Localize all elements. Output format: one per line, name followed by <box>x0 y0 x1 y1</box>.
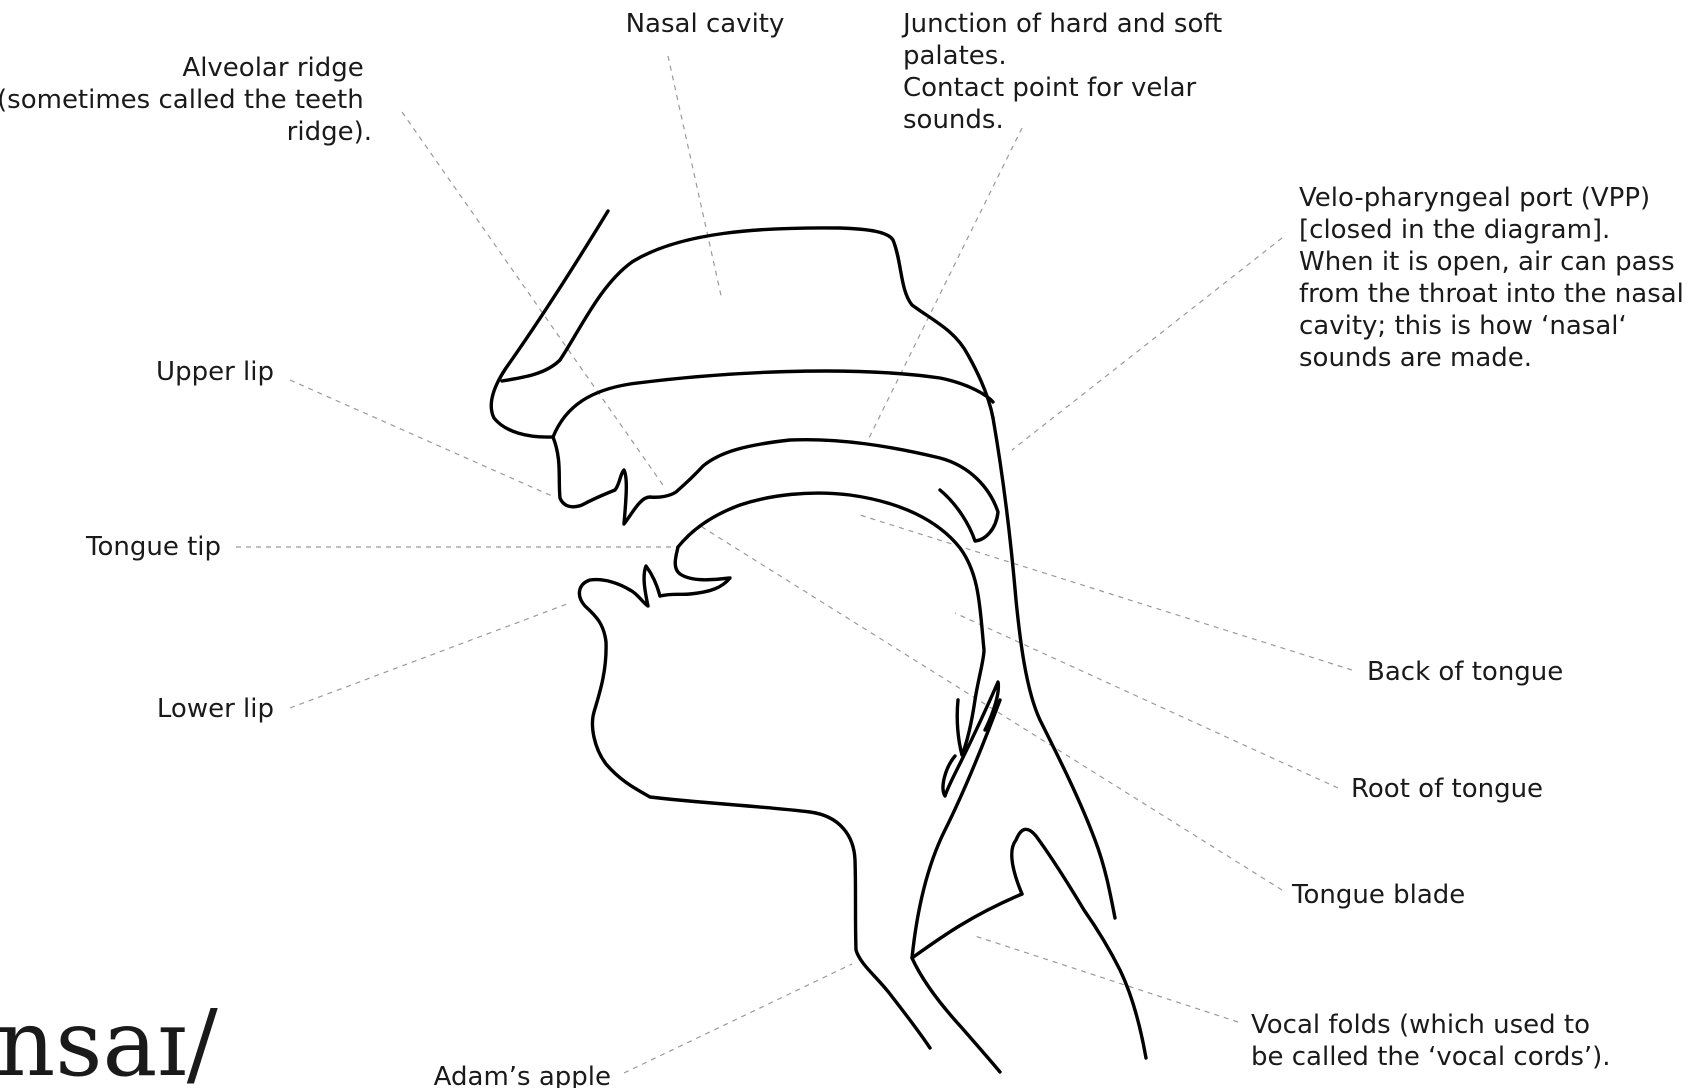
nasal-cavity-roof <box>502 228 993 418</box>
label-root-of-tongue: Root of tongue <box>1351 774 1543 804</box>
leader-vpp <box>1012 238 1282 450</box>
pharynx-back-wall <box>993 418 1115 918</box>
leader-upper-lip <box>290 380 552 496</box>
leader-back-of-tongue <box>860 515 1352 670</box>
leader-vocal-folds <box>972 935 1238 1022</box>
label-adams-apple: Adam’s apple <box>434 1062 611 1088</box>
arytenoid <box>1012 829 1146 1058</box>
leader-lines <box>236 56 1352 1073</box>
label-junction-palates: Junction of hard and soft palates. Conta… <box>901 9 1231 135</box>
label-tongue-blade: Tongue blade <box>1291 880 1465 910</box>
vocal-fold <box>912 894 1022 958</box>
leader-lower-lip <box>290 604 567 708</box>
nose-line <box>491 211 608 437</box>
label-vocal-folds: Vocal folds (which used to be called the… <box>1251 1010 1611 1072</box>
label-lower-lip: Lower lip <box>157 694 274 724</box>
tongue-tip-underside <box>660 547 730 596</box>
label-nasal-cavity: Nasal cavity <box>626 9 785 39</box>
label-back-of-tongue: Back of tongue <box>1367 657 1563 687</box>
upper-lip-teeth <box>553 437 998 541</box>
lower-teeth <box>630 566 660 606</box>
head-outline <box>491 211 1146 1072</box>
partial-transcription: nsaɪ/ <box>0 990 218 1088</box>
labels: Nasal cavity Alveolar ridge (sometimes c… <box>0 9 1688 1088</box>
leader-nasal-cavity <box>668 56 722 300</box>
leader-tongue-blade <box>702 527 1282 890</box>
leader-adams-apple <box>624 964 852 1073</box>
label-velo-pharyngeal-port: Velo-pharyngeal port (VPP) [closed in th… <box>1299 183 1688 373</box>
leader-junction <box>868 128 1022 440</box>
label-upper-lip: Upper lip <box>156 357 274 387</box>
tongue-surface <box>678 493 984 755</box>
label-alveolar-ridge: Alveolar ridge (sometimes called the tee… <box>0 53 372 147</box>
label-tongue-tip: Tongue tip <box>85 532 221 562</box>
lower-lip-chin <box>579 580 930 1048</box>
leader-alveolar-ridge <box>402 112 665 488</box>
leader-root-of-tongue <box>955 613 1338 788</box>
epiglottis <box>943 682 998 796</box>
hard-palate-upper <box>553 371 993 437</box>
